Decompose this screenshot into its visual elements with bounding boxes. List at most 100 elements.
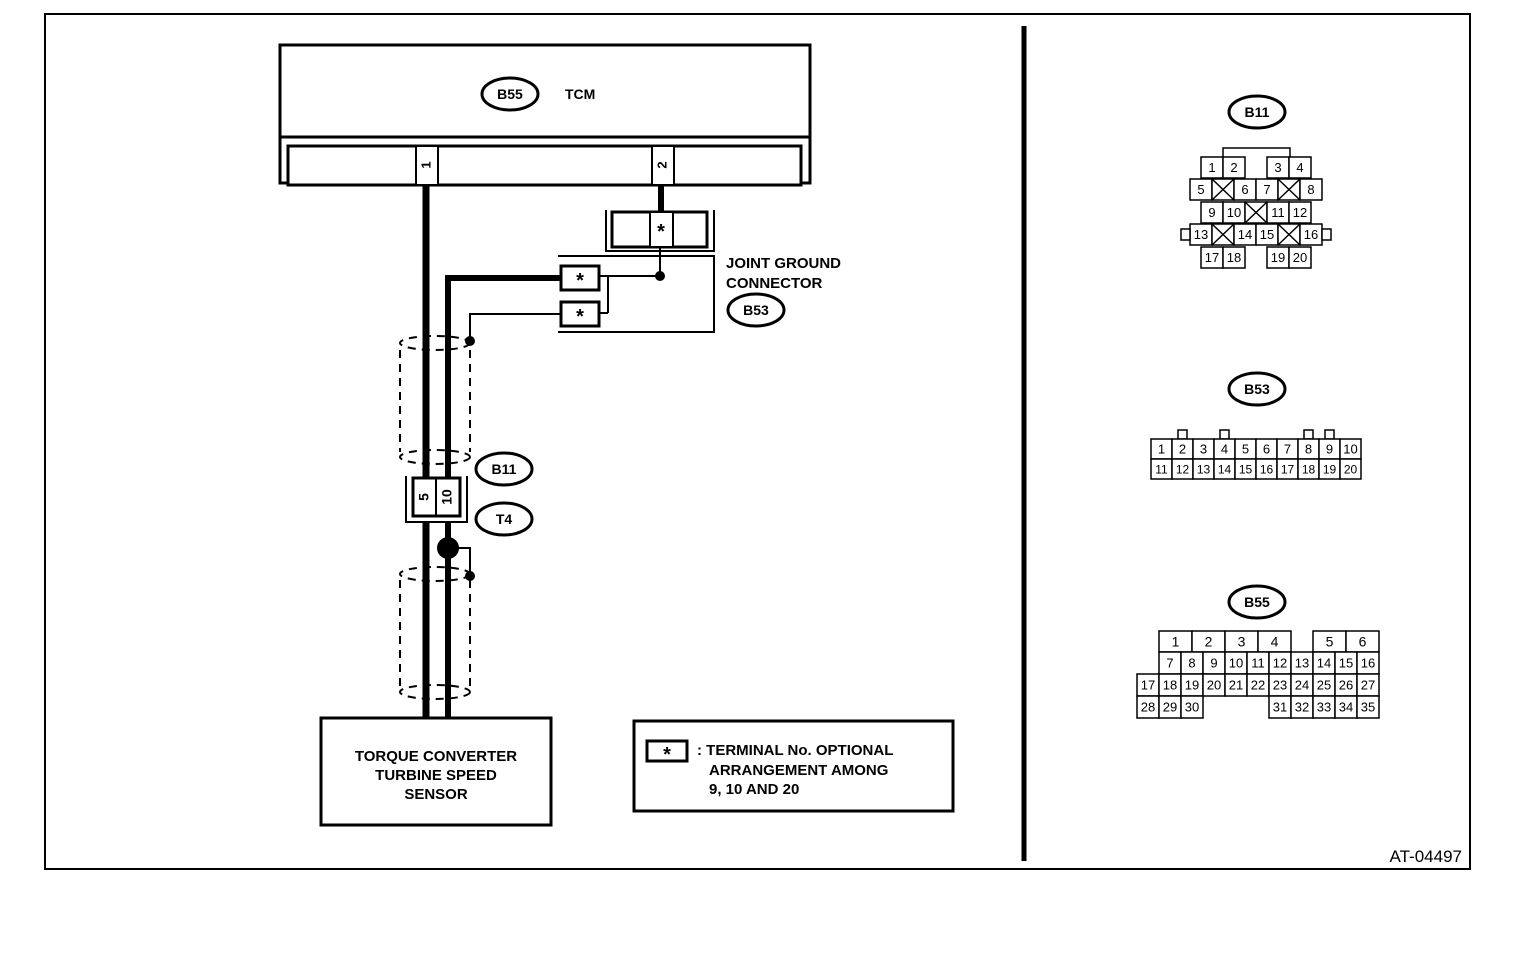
connector-pin: 12 [1171, 458, 1194, 480]
turbine-speed-sensor: TORQUE CONVERTER TURBINE SPEED SENSOR [319, 716, 553, 827]
connector-pin-number: 5 [1197, 182, 1204, 197]
b11-view-badge [1227, 94, 1287, 130]
connector-pin-number: 17 [1281, 462, 1295, 476]
joint-ground-pin-b-star: * [576, 306, 584, 328]
connector-pin-number: 19 [1185, 678, 1199, 693]
b53-view-badge [1227, 371, 1287, 407]
connector-pin: 28 [1136, 695, 1160, 719]
connector-pin-blank [1277, 223, 1301, 246]
connector-pin: 19 [1318, 458, 1341, 480]
connector-pin-number: 15 [1260, 227, 1274, 242]
b55-view-label: B55 [1244, 594, 1270, 610]
connector-pin-number: 7 [1166, 656, 1173, 671]
connector-pin: 15 [1334, 651, 1358, 675]
connector-pin: 13 [1189, 223, 1213, 246]
shield-upper [399, 335, 471, 465]
connector-pin: 29 [1158, 695, 1182, 719]
connector-pin: 9 [1200, 201, 1224, 224]
connector-pin: 32 [1290, 695, 1314, 719]
connector-pin-number: 20 [1207, 678, 1221, 693]
connector-pin: 27 [1356, 673, 1380, 697]
connector-pin: 7 [1276, 438, 1299, 460]
connector-pin-number: 9 [1326, 442, 1333, 457]
connector-pin: 22 [1246, 673, 1270, 697]
connector-pin-number: 2 [1179, 442, 1186, 457]
joint-ground-connector: * * * JOINT GROUND CONNECTOR B53 [558, 210, 841, 333]
connector-pin-number: 2 [1205, 634, 1213, 650]
connector-pin-number: 29 [1163, 700, 1177, 715]
connector-pin: 5 [1312, 630, 1347, 653]
connector-pin-number: 16 [1260, 462, 1274, 476]
connector-pin: 15 [1234, 458, 1257, 480]
connector-pin: 24 [1290, 673, 1314, 697]
connector-pin-number: 1 [1158, 442, 1165, 457]
connector-pin: 17 [1276, 458, 1299, 480]
connector-pin-blank [1211, 178, 1235, 201]
connector-pin-number: 15 [1239, 462, 1253, 476]
b53-view-label: B53 [1244, 381, 1270, 397]
wire-shield-upper [469, 313, 560, 341]
connector-pin-number: 26 [1339, 678, 1353, 693]
connector-pin-number: 13 [1194, 227, 1208, 242]
joint-ground-splice-dot [655, 271, 665, 281]
joint-ground-label-2: CONNECTOR [726, 275, 823, 292]
connector-pin-number: 18 [1227, 250, 1241, 265]
connector-pin: 9 [1318, 438, 1341, 460]
connector-pin-number: 8 [1307, 182, 1314, 197]
legend-symbol-box [645, 739, 689, 763]
connector-pin-number: 32 [1295, 700, 1309, 715]
connector-pin-number: 10 [1343, 442, 1357, 457]
connector-pin: 17 [1136, 673, 1160, 697]
connector-pin-number: 14 [1218, 462, 1232, 476]
connector-pin: 11 [1266, 201, 1290, 224]
connector-pin: 19 [1180, 673, 1204, 697]
connector-pin-number: 21 [1229, 678, 1243, 693]
connector-pin: 34 [1334, 695, 1358, 719]
connector-pin: 10 [1339, 438, 1362, 460]
wiring [399, 185, 664, 718]
connector-pin: 7 [1255, 178, 1279, 201]
connector-pin-number: 3 [1274, 160, 1281, 175]
connector-pin: 17 [1200, 246, 1224, 269]
tcm-pin-1-label: 1 [418, 161, 433, 168]
b11-connector-badge [474, 451, 534, 487]
connector-pin-number: 6 [1263, 442, 1270, 457]
connector-pin-number: 18 [1302, 462, 1316, 476]
connector-pin-number: 17 [1141, 678, 1155, 693]
legend-line-3: 9, 10 AND 20 [709, 781, 799, 798]
connector-pin-number: 1 [1172, 634, 1180, 650]
connector-pin-number: 9 [1208, 205, 1215, 220]
connector-pin-number: 8 [1188, 656, 1195, 671]
connector-pin-number: 3 [1200, 442, 1207, 457]
connector-pin-number: 15 [1339, 656, 1353, 671]
connector-pin-number: 24 [1295, 678, 1309, 693]
connector-pin-number: 4 [1296, 160, 1303, 175]
sensor-label-3: SENSOR [404, 786, 468, 803]
connector-pin: 15 [1255, 223, 1279, 246]
connector-pin: 30 [1180, 695, 1204, 719]
connector-pin: 7 [1158, 651, 1182, 675]
connector-pin: 31 [1268, 695, 1292, 719]
connector-pin-number: 7 [1263, 182, 1270, 197]
tcm-terminal-strip [286, 144, 803, 187]
sensor-label-1: TORQUE CONVERTER [355, 748, 517, 765]
connector-pin: 6 [1255, 438, 1278, 460]
connector-pin: 26 [1334, 673, 1358, 697]
connector-pin-number: 6 [1241, 182, 1248, 197]
legend-symbol: * [663, 744, 671, 766]
connector-pin: 21 [1224, 673, 1248, 697]
connector-pin: 25 [1312, 673, 1336, 697]
connector-pin-number: 3 [1238, 634, 1246, 650]
connector-pin: 4 [1288, 156, 1312, 179]
connector-pin-number: 13 [1197, 462, 1211, 476]
sensor-label-2: TURBINE SPEED [375, 767, 497, 784]
connector-pin-number: 12 [1273, 656, 1287, 671]
t4-connector-badge [474, 501, 534, 537]
tcm-connector-badge [480, 76, 540, 112]
connector-pin-number: 5 [1242, 442, 1249, 457]
connector-pin-number: 11 [1155, 462, 1168, 476]
connector-pin: 18 [1297, 458, 1320, 480]
